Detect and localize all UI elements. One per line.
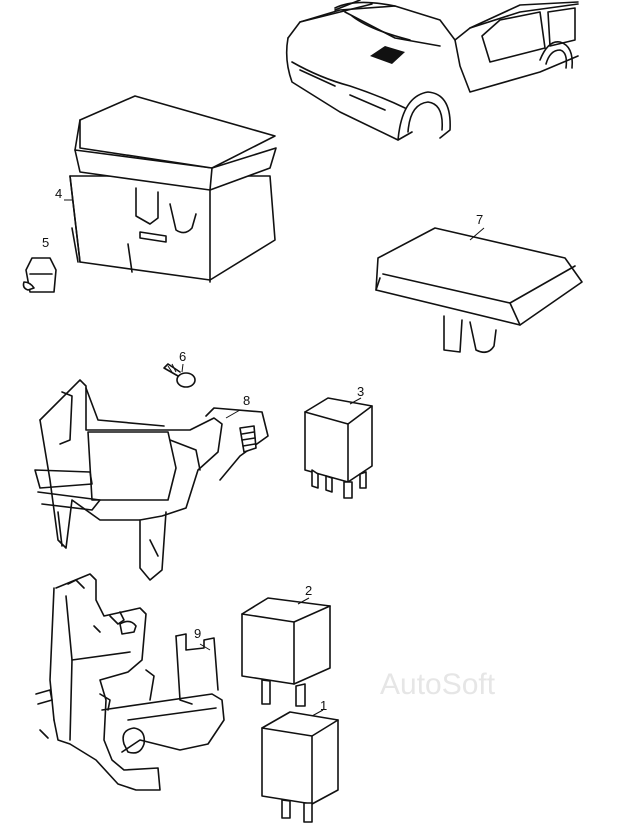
callout-1: 1 bbox=[320, 698, 327, 713]
vehicle-location-illustration bbox=[285, 0, 579, 141]
relay-box-assembly bbox=[69, 95, 277, 283]
screw-part bbox=[163, 363, 196, 388]
cover-part bbox=[375, 227, 583, 354]
callout-2: 2 bbox=[305, 583, 312, 598]
grommet-part bbox=[22, 257, 57, 293]
callout-7: 7 bbox=[476, 212, 483, 227]
relay-bracket-upper bbox=[34, 379, 269, 581]
relay-bracket-lower bbox=[35, 573, 225, 791]
callout-8: 8 bbox=[243, 393, 250, 408]
relay-part-3 bbox=[304, 397, 373, 499]
callout-5: 5 bbox=[42, 235, 49, 250]
watermark-text: AutoSoft bbox=[380, 668, 496, 701]
callout-6: 6 bbox=[179, 349, 186, 364]
callout-9: 9 bbox=[194, 626, 201, 641]
leader-lines bbox=[64, 199, 485, 717]
relay-part-2 bbox=[241, 597, 331, 707]
relay-part-1 bbox=[261, 711, 339, 823]
callout-4: 4 bbox=[55, 186, 62, 201]
callout-3: 3 bbox=[357, 384, 364, 399]
